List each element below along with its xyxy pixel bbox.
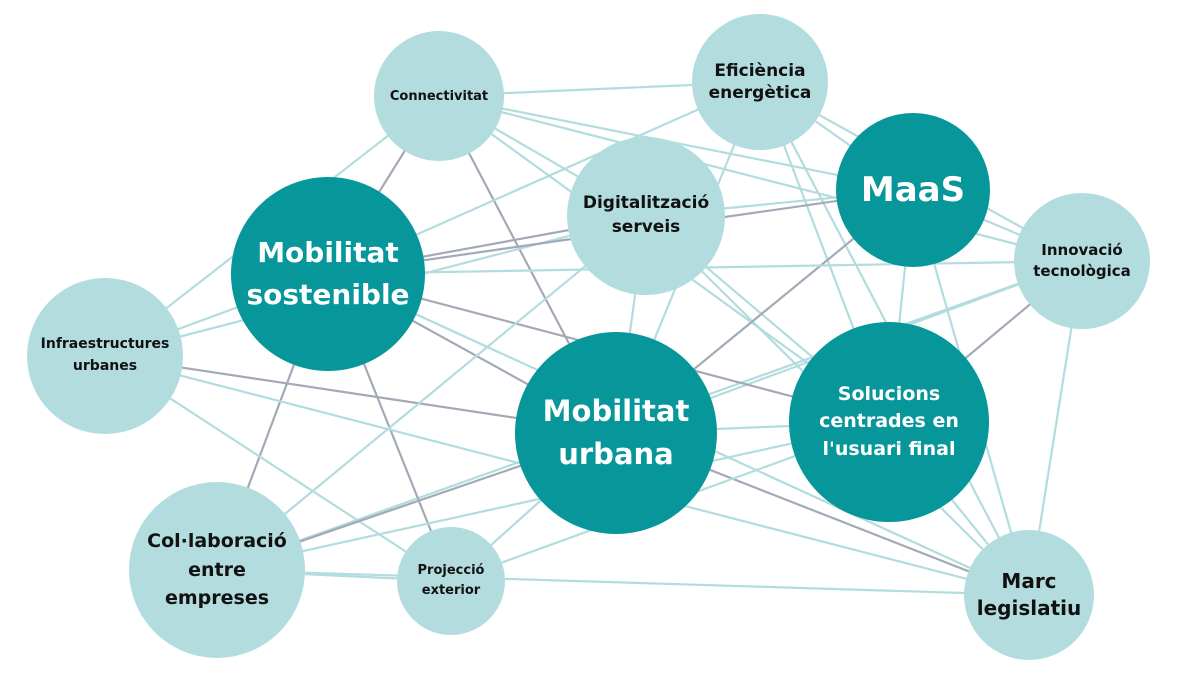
node-innovacio-tecnologica: Innovació tecnològica: [1014, 193, 1150, 329]
node-eficiencia-energetica: Eficiència energètica: [692, 14, 828, 150]
node-label-infraestructures-urbanes: Infraestructures urbanes: [40, 336, 170, 374]
node-mobilitat-urbana: Mobilitat urbana: [515, 332, 717, 534]
node-marc-legislatiu: Marc legislatiu: [964, 530, 1094, 660]
node-label-digitalitzacio-serveis: Digitalització serveis: [582, 193, 710, 237]
node-label-marc-legislatiu: Marc legislatiu: [976, 569, 1082, 620]
node-label-projeccio-exterior: Projecció exterior: [417, 562, 485, 598]
node-label-eficiencia-energetica: Eficiència energètica: [708, 60, 812, 103]
node-label-collaboracio-entre-empreses: Col·laboració entre empreses: [147, 530, 287, 610]
node-label-maas: MaaS: [860, 170, 966, 210]
node-connectivitat: Connectivitat: [374, 31, 504, 161]
node-projeccio-exterior: Projecció exterior: [397, 527, 505, 635]
node-label-mobilitat-sostenible: Mobilitat sostenible: [246, 236, 410, 311]
node-mobilitat-sostenible: Mobilitat sostenible: [231, 177, 425, 371]
node-infraestructures-urbanes: Infraestructures urbanes: [27, 278, 183, 434]
node-digitalitzacio-serveis: Digitalització serveis: [567, 137, 725, 295]
node-label-mobilitat-urbana: Mobilitat urbana: [542, 393, 690, 472]
node-label-innovacio-tecnologica: Innovació tecnològica: [1033, 241, 1131, 280]
node-maas: MaaS: [836, 113, 990, 267]
node-solucions-centrades-usuari: Solucions centrades en l'usuari final: [789, 322, 989, 522]
node-collaboracio-entre-empreses: Col·laboració entre empreses: [129, 482, 305, 658]
node-label-solucions-centrades-usuari: Solucions centrades en l'usuari final: [819, 382, 959, 460]
edge-collaboracio-marc: [215, 568, 1031, 597]
node-label-connectivitat: Connectivitat: [389, 88, 489, 104]
edge-collaboracio-digitalitzacio: [215, 214, 648, 572]
